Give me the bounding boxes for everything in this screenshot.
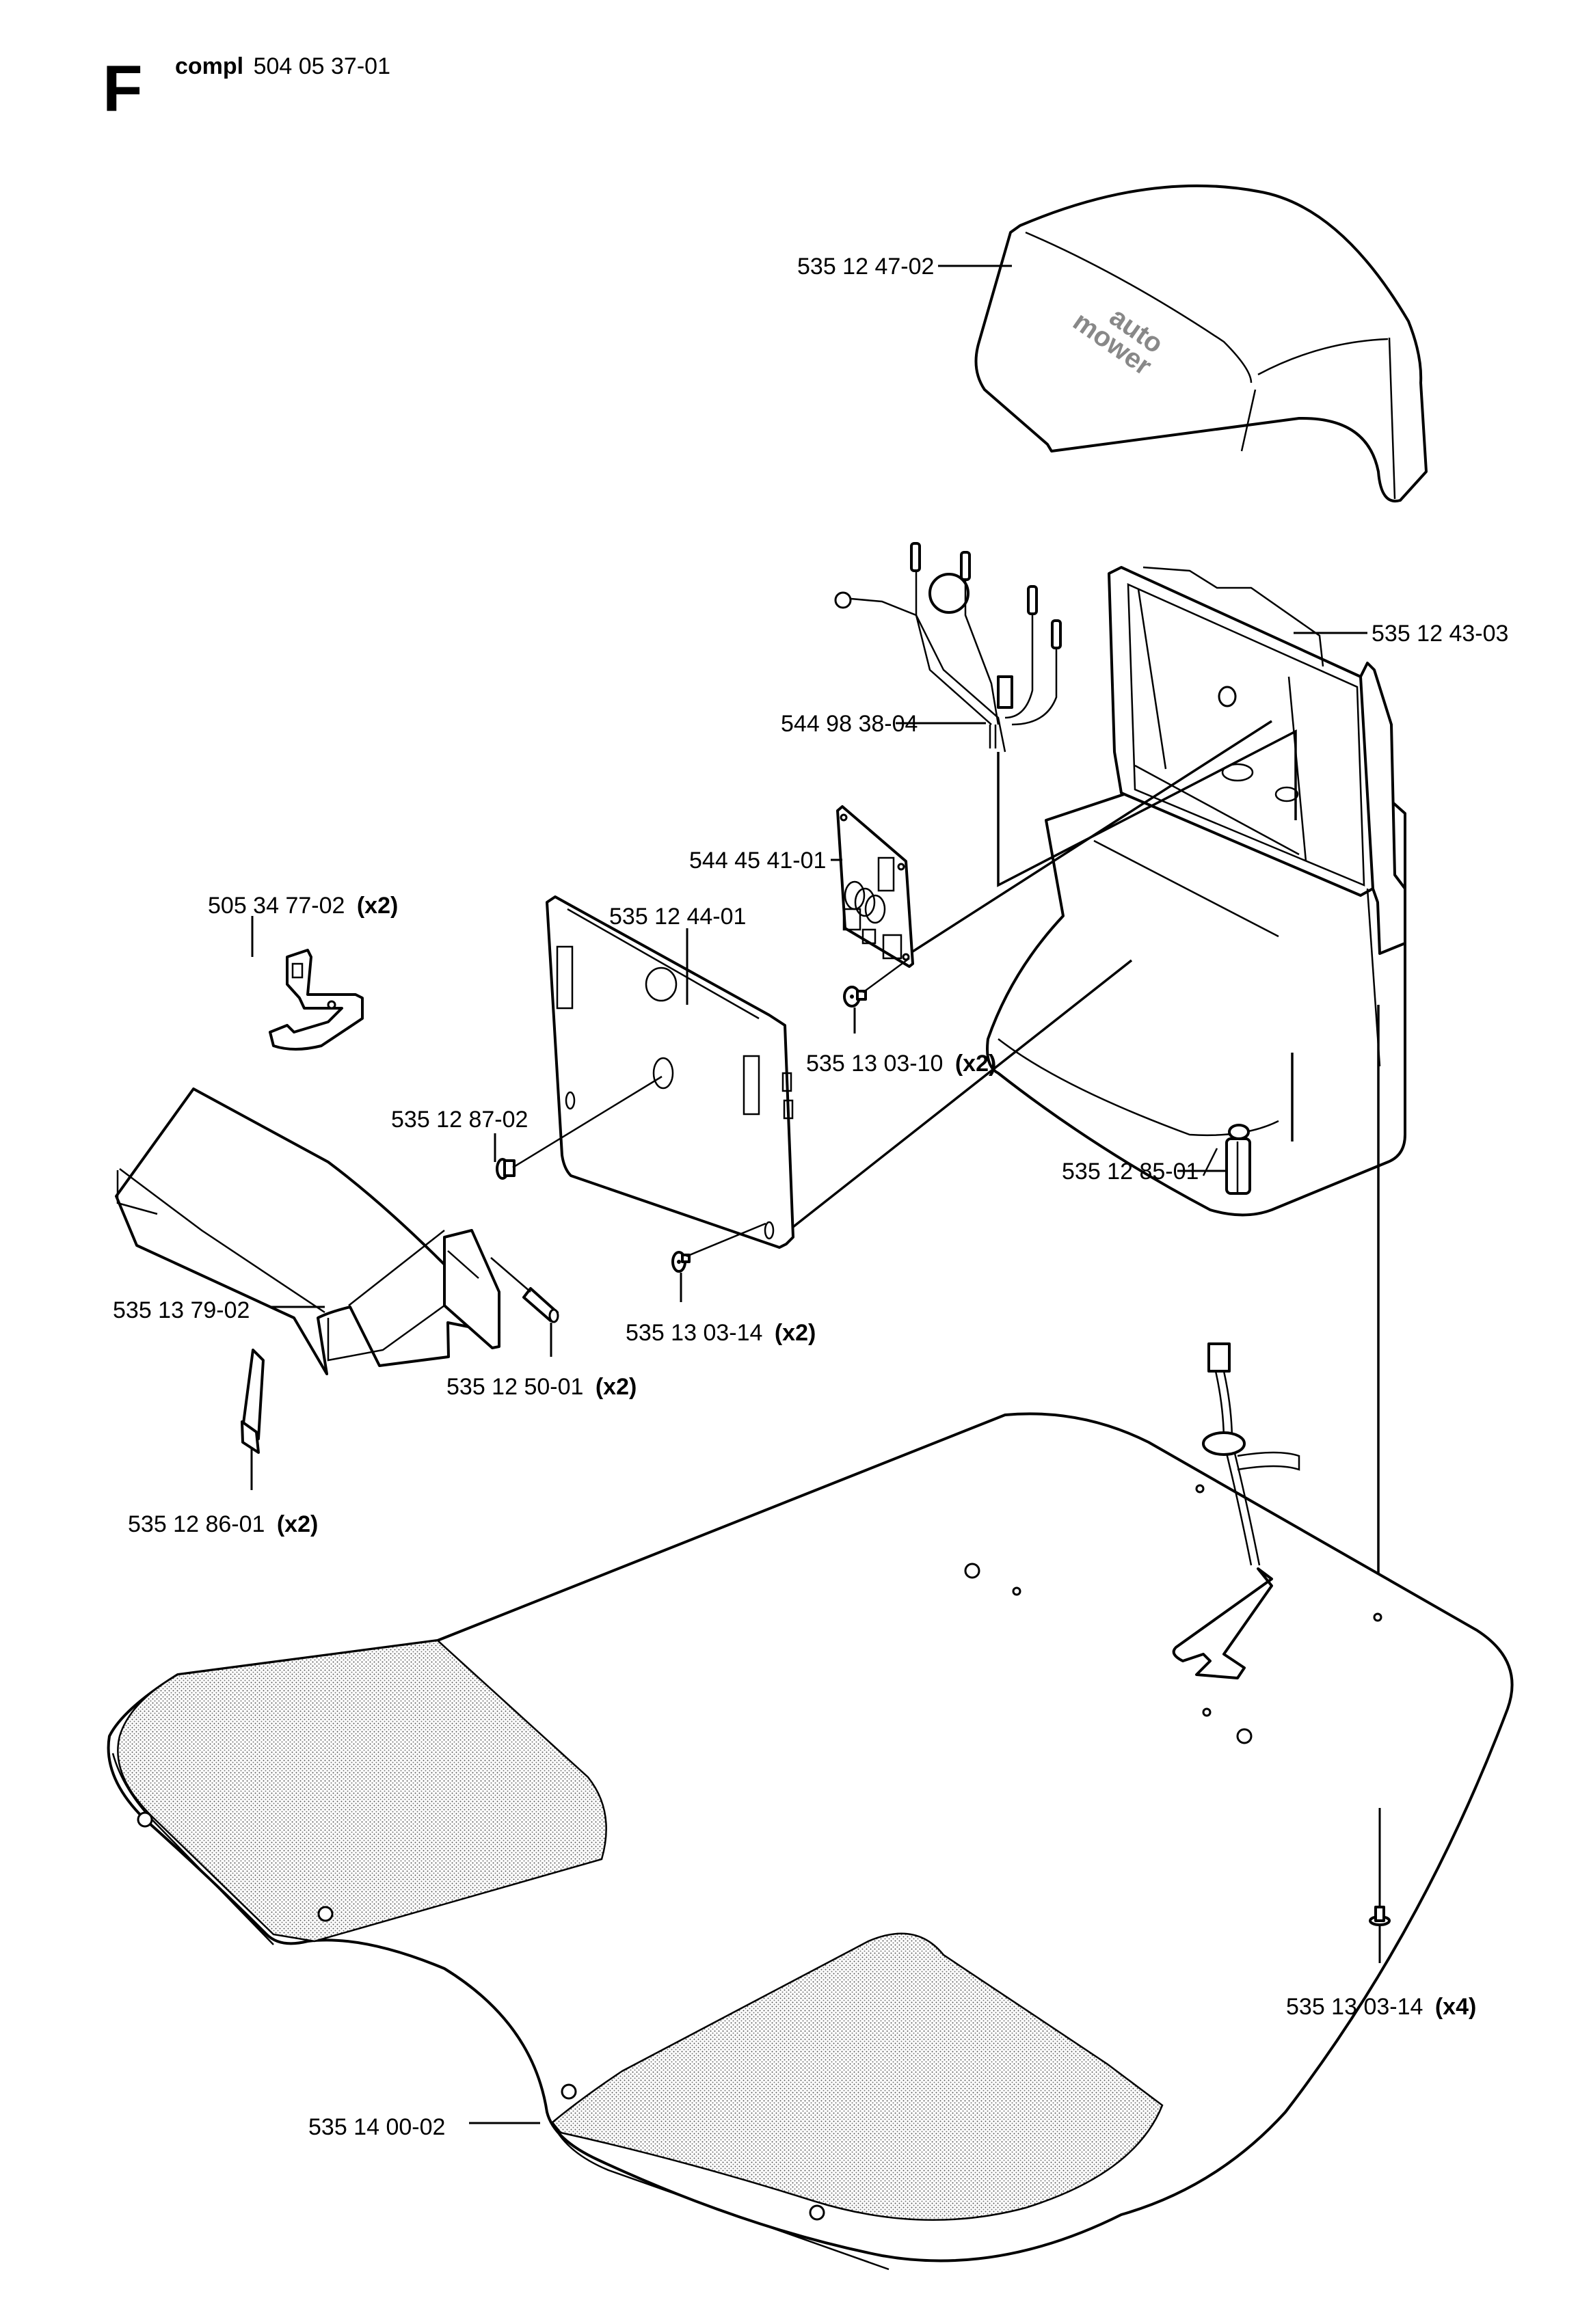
connector-icon [1225, 1124, 1251, 1195]
part-label: 535 12 85-01 [1062, 1159, 1199, 1185]
part-label: 535 13 03-10 (x2) [806, 1051, 996, 1077]
part-label: 535 12 47-02 [797, 254, 934, 280]
assembly-line [792, 959, 1133, 1228]
part-label: 535 13 03-14 (x4) [1286, 1994, 1476, 2020]
assembly-line [997, 729, 1297, 887]
contact-strip-icon [241, 1349, 265, 1454]
part-label: 535 12 86-01 (x2) [128, 1511, 318, 1537]
assembly-line [686, 1222, 766, 1258]
wire-harness-icon [834, 542, 1062, 753]
part-label: 535 14 00-02 [308, 2114, 445, 2140]
plug-pin-icon [496, 1158, 516, 1180]
part-label: 535 12 87-02 [391, 1107, 528, 1133]
compl-number: 504 05 37-01 [254, 53, 390, 79]
part-label: 535 13 03-14 (x2) [626, 1320, 816, 1346]
base-plate-icon [107, 1412, 1514, 2271]
screw-icon [671, 1251, 691, 1273]
sleeve-icon [522, 1287, 559, 1323]
screw-icon [843, 986, 867, 1008]
part-label: 544 45 41-01 [689, 848, 826, 874]
part-label: 535 12 43-03 [1372, 621, 1508, 647]
assembly-reference: compl 504 05 37-01 [175, 53, 390, 79]
assembly-line [862, 957, 910, 994]
part-label: 535 13 79-02 [113, 1297, 250, 1323]
bracket-clip-icon [269, 949, 364, 1051]
assembly-line [512, 1075, 663, 1169]
top-cover-icon: auto mower [974, 184, 1428, 503]
part-label: 505 34 77-02 (x2) [208, 893, 398, 919]
screw-icon [1369, 1906, 1391, 1926]
part-label: 535 12 44-01 [609, 904, 746, 930]
compl-prefix: compl [175, 53, 243, 79]
part-label: 535 12 50-01 (x2) [446, 1374, 637, 1400]
circuit-board-icon [836, 805, 914, 968]
section-letter: F [103, 52, 143, 125]
ramp-cover-icon [115, 1087, 500, 1375]
assembly-line [912, 720, 1272, 953]
back-plate-icon [546, 895, 794, 1249]
assembly-line [490, 1257, 531, 1293]
part-label: 544 98 38-04 [781, 711, 918, 737]
charging-station-body-icon [986, 566, 1406, 1217]
loop-sensor-harness-icon [1172, 1342, 1300, 1679]
